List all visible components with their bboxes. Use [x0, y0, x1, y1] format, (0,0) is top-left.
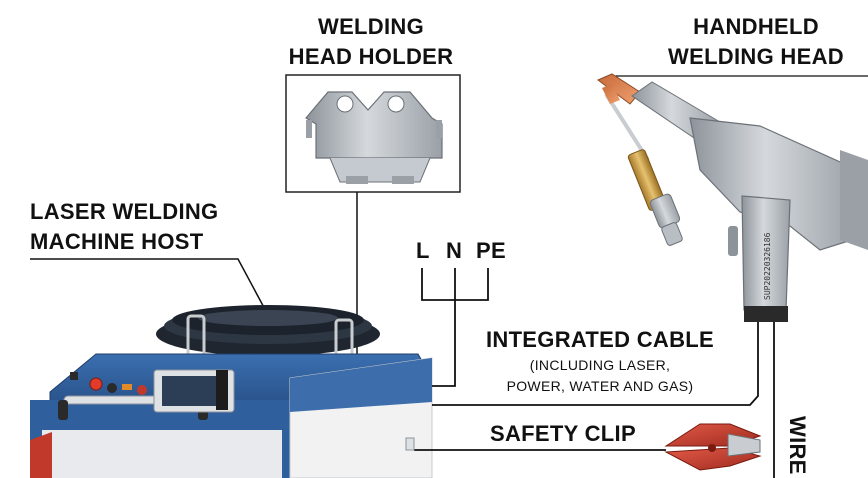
power-label-l: L [416, 238, 430, 263]
head-label-line1: HANDHELD [693, 14, 819, 39]
clip-label: SAFETY CLIP [490, 421, 636, 446]
holder-bracket [305, 91, 443, 184]
gun-serial-number: SUP20220326186 [763, 232, 772, 300]
welding-gun: SUP20220326186 [597, 73, 868, 322]
machine-host [30, 305, 433, 478]
host-label: LASER WELDING MACHINE HOST [30, 199, 218, 254]
holder-label: WELDING HEAD HOLDER [289, 14, 454, 69]
power-label-n: N [446, 238, 462, 263]
cable-label: INTEGRATED CABLE (INCLUDING LASER, POWER… [486, 327, 714, 394]
power-label-pe: PE [476, 238, 506, 263]
emergency-stop-icon [89, 377, 103, 391]
clip-connector [405, 437, 415, 451]
cable-label-sub1: (INCLUDING LASER, [530, 357, 670, 373]
holder-label-line2: HEAD HOLDER [289, 44, 454, 69]
safety-clip [664, 423, 762, 471]
integrated-cable-line [432, 322, 759, 406]
host-label-line2: MACHINE HOST [30, 229, 204, 254]
head-label: HANDHELD WELDING HEAD [668, 14, 844, 69]
wire-label: WIRE [785, 416, 810, 475]
head-label-line2: WELDING HEAD [668, 44, 844, 69]
cable-label-title: INTEGRATED CABLE [486, 327, 714, 352]
power-terminals: L N PE [416, 238, 506, 387]
host-label-line1: LASER WELDING [30, 199, 218, 224]
holder-label-line1: WELDING [318, 14, 424, 39]
rotary-knob-icon [107, 383, 117, 393]
cable-label-sub2: POWER, WATER AND GAS) [507, 378, 694, 394]
